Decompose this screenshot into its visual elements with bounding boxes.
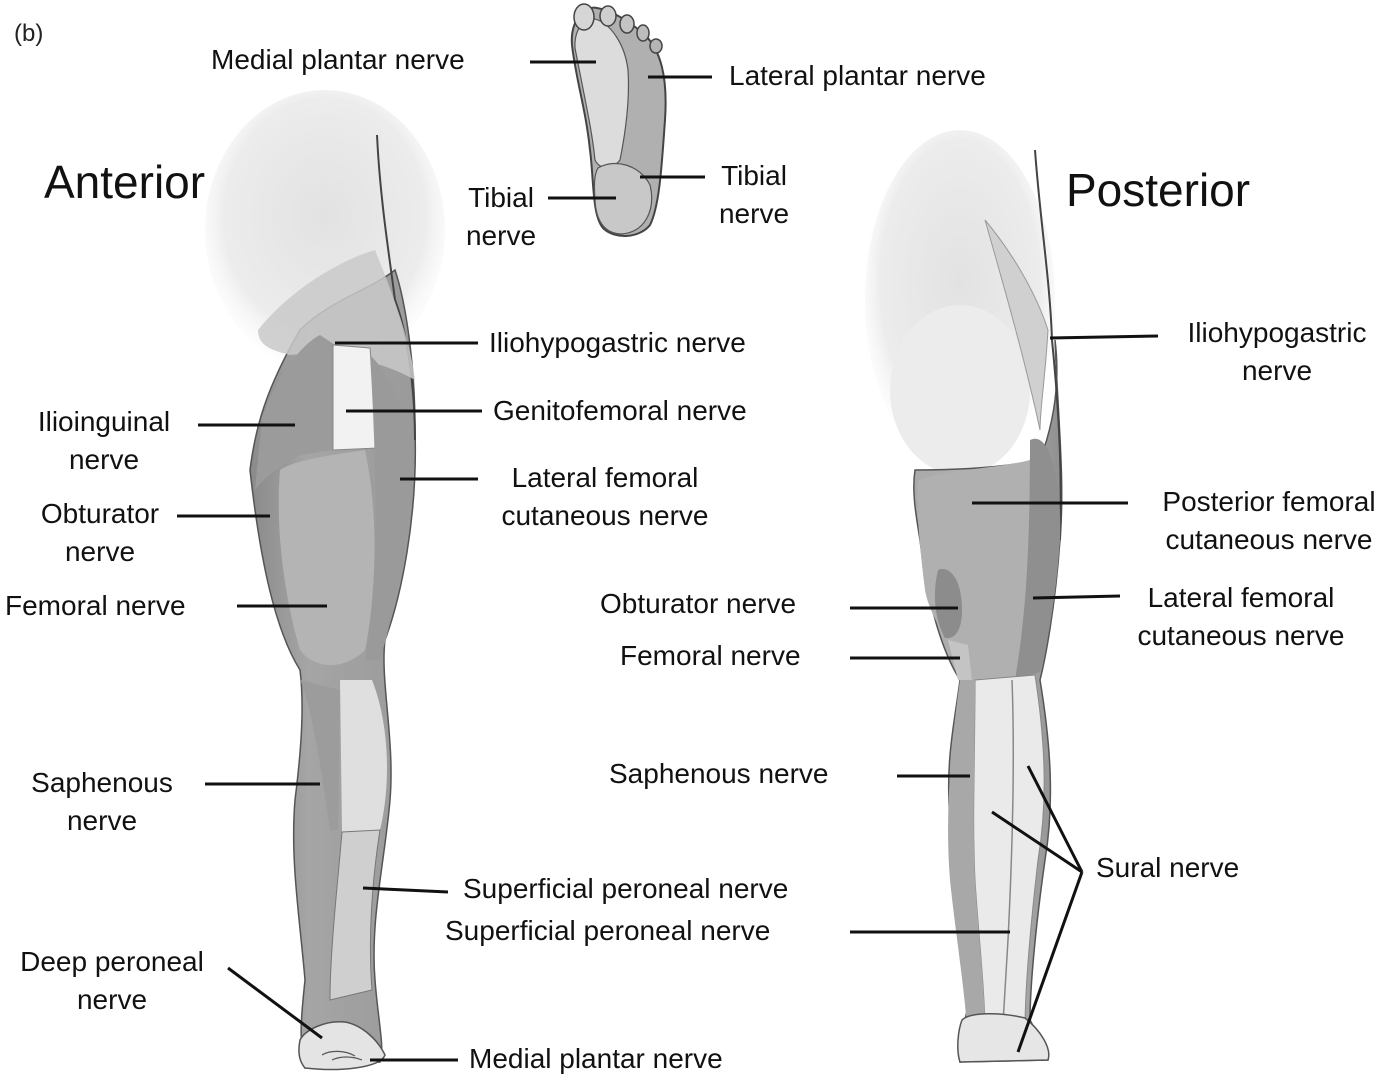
label-posterior-saphenous: Saphenous nerve xyxy=(609,755,829,793)
label-posterior-posterior-femoral-cutaneous: Posterior femoral cutaneous nerve xyxy=(1138,483,1400,559)
posterior-leg xyxy=(865,130,1062,1062)
label-line: Lateral femoral xyxy=(478,459,732,497)
label-posterior-femoral: Femoral nerve xyxy=(620,637,801,675)
label-line: nerve xyxy=(0,981,224,1019)
label-line: nerve xyxy=(705,195,803,233)
foot-sole xyxy=(572,4,666,236)
label-line: cutaneous nerve xyxy=(1114,617,1368,655)
label-foot-tibial-right: Tibial nerve xyxy=(705,157,803,233)
label-anterior-saphenous: Saphenous nerve xyxy=(12,764,192,840)
label-line: nerve xyxy=(12,802,192,840)
label-line: Lateral femoral xyxy=(1114,579,1368,617)
label-line: Tibial xyxy=(452,179,550,217)
label-line: Tibial xyxy=(705,157,803,195)
label-anterior-obturator: Obturator nerve xyxy=(18,495,182,571)
label-line: nerve xyxy=(14,441,194,479)
label-anterior-superficial-peroneal: Superficial peroneal nerve xyxy=(463,870,788,908)
label-anterior-lateral-femoral-cutaneous: Lateral femoral cutaneous nerve xyxy=(478,459,732,535)
panel-letter: (b) xyxy=(14,20,43,48)
label-line: Saphenous xyxy=(12,764,192,802)
label-posterior-iliohypogastric: Iliohypogastric nerve xyxy=(1164,314,1390,390)
label-posterior-superficial-peroneal: Superficial peroneal nerve xyxy=(445,912,770,950)
posterior-title: Posterior xyxy=(1066,164,1250,216)
label-line: nerve xyxy=(452,217,550,255)
label-anterior-deep-peroneal: Deep peroneal nerve xyxy=(0,943,224,1019)
label-anterior-medial-plantar: Medial plantar nerve xyxy=(469,1040,723,1078)
anterior-title: Anterior xyxy=(44,156,205,208)
label-posterior-lateral-femoral-cutaneous: Lateral femoral cutaneous nerve xyxy=(1114,579,1368,655)
label-anterior-iliohypogastric: Iliohypogastric nerve xyxy=(489,324,746,362)
label-posterior-obturator: Obturator nerve xyxy=(600,585,796,623)
anterior-leg xyxy=(205,90,445,1069)
label-line: nerve xyxy=(18,533,182,571)
label-line: Posterior femoral xyxy=(1138,483,1400,521)
label-posterior-sural: Sural nerve xyxy=(1096,849,1239,887)
label-line: cutaneous nerve xyxy=(1138,521,1400,559)
label-line: Iliohypogastric xyxy=(1164,314,1390,352)
label-line: nerve xyxy=(1164,352,1390,390)
label-anterior-genitofemoral: Genitofemoral nerve xyxy=(493,392,747,430)
label-foot-medial-plantar: Medial plantar nerve xyxy=(211,41,465,79)
label-anterior-ilioinguinal: Ilioinguinal nerve xyxy=(14,403,194,479)
label-anterior-femoral: Femoral nerve xyxy=(5,587,186,625)
label-line: Obturator xyxy=(18,495,182,533)
label-foot-tibial-left: Tibial nerve xyxy=(452,179,550,255)
label-foot-lateral-plantar: Lateral plantar nerve xyxy=(729,57,986,95)
label-line: Deep peroneal xyxy=(0,943,224,981)
label-line: Ilioinguinal xyxy=(14,403,194,441)
label-line: cutaneous nerve xyxy=(478,497,732,535)
